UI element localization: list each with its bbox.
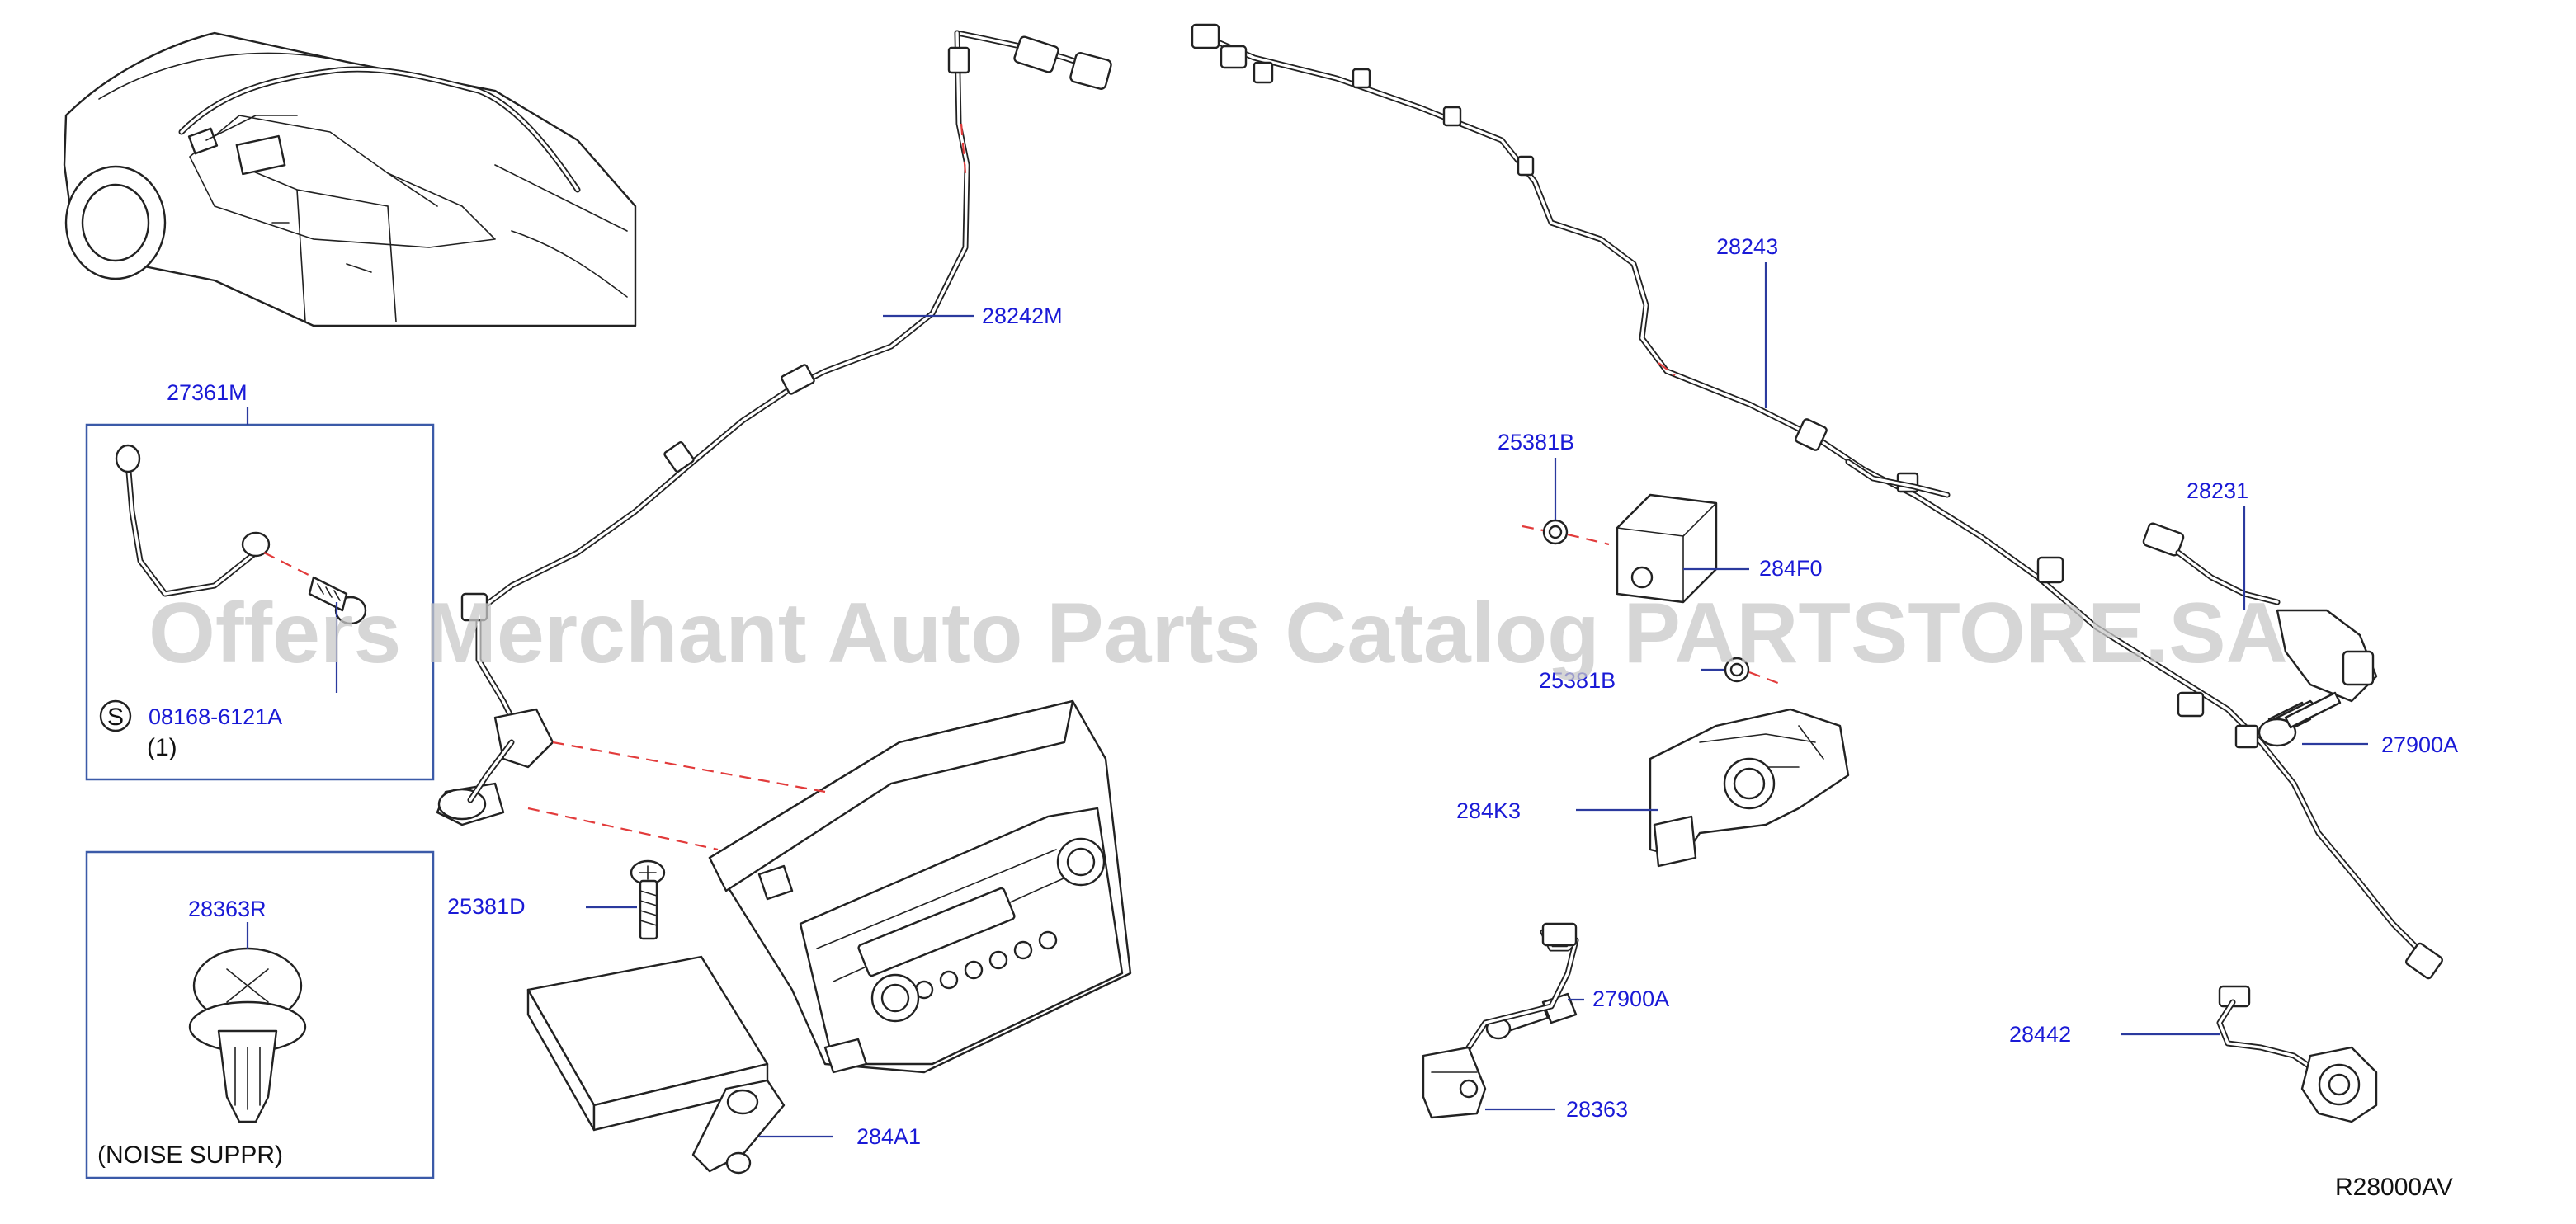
callout-25381d: 25381D xyxy=(447,894,526,919)
antenna-feeder-28242m xyxy=(436,30,1112,826)
callout-28363r: 28363R xyxy=(188,897,267,921)
nut-25381b-lower xyxy=(1724,657,1783,686)
inset-part-number: 08168-6121A xyxy=(149,704,282,729)
callout-25381b-lower: 25381B xyxy=(1539,668,1616,693)
callout-284a1: 284A1 xyxy=(856,1124,921,1149)
callout-27900a-right: 27900A xyxy=(2381,732,2458,757)
watermark: Offers Merchant Auto Parts Catalog PARTS… xyxy=(149,586,2288,681)
callout-284f0: 284F0 xyxy=(1759,556,1823,581)
vehicle-illustration xyxy=(63,31,637,327)
bracket-284k3 xyxy=(1649,708,1850,868)
callout-28242m: 28242M xyxy=(982,304,1063,328)
callout-28442: 28442 xyxy=(2009,1022,2071,1047)
inset-quantity: (1) xyxy=(147,734,177,761)
main-harness-28243 xyxy=(1191,23,2443,980)
callout-27900a-lower: 27900A xyxy=(1592,986,1669,1011)
inset-note: (NOISE SUPPR) xyxy=(97,1142,283,1169)
callout-28243: 28243 xyxy=(1716,234,1778,259)
callout-27361m: 27361M xyxy=(167,380,248,405)
callout-25381b-upper: 25381B xyxy=(1498,430,1574,454)
diagram-code: R28000AV xyxy=(2335,1174,2453,1201)
sensor-28363 xyxy=(1422,922,1579,1119)
bolt-27900a-right xyxy=(2258,691,2342,747)
callout-28231: 28231 xyxy=(2187,478,2248,503)
sensor-wire-28231 xyxy=(2142,522,2378,703)
control-module-284a1 xyxy=(526,955,786,1175)
bolt-25381d xyxy=(630,859,666,940)
symbol-s: S xyxy=(107,704,124,731)
audio-unit xyxy=(527,699,1132,1074)
callout-284k3: 284K3 xyxy=(1456,798,1521,823)
inset-clip xyxy=(85,850,435,1179)
nut-25381b-upper xyxy=(1522,519,1610,546)
harness-28442 xyxy=(2216,985,2378,1123)
callout-28363: 28363 xyxy=(1566,1097,1628,1122)
callout-labels: 28242M 28243 27361M 25381B 284F0 28231 2… xyxy=(97,234,2458,1201)
leader-lines xyxy=(246,262,2368,1138)
inset-ground-symbol: S xyxy=(99,699,132,732)
